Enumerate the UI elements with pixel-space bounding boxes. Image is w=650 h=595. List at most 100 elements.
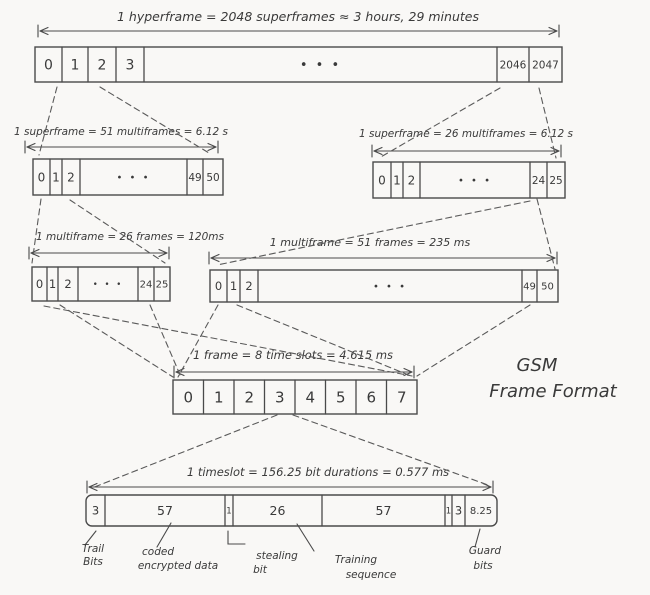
expansion-connector xyxy=(69,199,166,264)
timeslot-cell-6-label: 3 xyxy=(455,504,462,518)
superframe-51-cell-1-label: 1 xyxy=(52,170,60,184)
multiframe-26-cell-1-label: 1 xyxy=(49,277,56,291)
expansion-connector xyxy=(38,86,58,156)
stealing-bit-label: stealing xyxy=(256,550,298,562)
superframe-26-arrowhead xyxy=(550,150,560,156)
expansion-connector xyxy=(536,198,556,270)
superframe-26-arrowhead xyxy=(550,146,560,152)
stealing-bit-label: bit xyxy=(253,564,268,576)
multiframe-51-cell-2-label: 2 xyxy=(245,279,252,293)
trail-bits-label: Trail xyxy=(82,543,104,555)
multiframe-26-arrowhead xyxy=(30,252,40,258)
superframe-26-arrowhead xyxy=(373,150,383,156)
multiframe-51-title: 1 multiframe = 51 frames = 235 ms xyxy=(270,236,471,249)
superframe-26-cell-1-label: 1 xyxy=(393,173,401,187)
superframe-26-cell-4-label: 24 xyxy=(532,175,546,187)
frame-cell-6-label: 6 xyxy=(366,388,376,406)
frame-cell-7-label: 7 xyxy=(397,388,407,406)
guard-bits-label: Guard xyxy=(469,545,502,557)
frame-cell-4-label: 4 xyxy=(305,388,315,406)
hyperframe-cell-0-label: 0 xyxy=(44,58,53,74)
hyperframe-arrowhead xyxy=(39,26,49,32)
superframe-51-arrowhead xyxy=(26,142,36,148)
expansion-connector xyxy=(99,86,210,154)
multiframe-26-arrowhead xyxy=(158,248,168,254)
frame-arrowhead xyxy=(403,371,413,377)
frame-cell-3-label: 3 xyxy=(275,388,285,406)
guard-bits-label: bits xyxy=(473,560,493,572)
superframe-26-bar xyxy=(372,161,566,199)
superframe-26-cell-3-label: • • • xyxy=(458,176,492,187)
multiframe-26-cell-3-label: • • • xyxy=(93,280,123,290)
superframe-26-arrowhead xyxy=(373,146,383,152)
timeslot-arrowhead xyxy=(88,486,98,492)
multiframe-51-cell-1-label: 1 xyxy=(230,279,237,293)
timeslot-cell-3-label: 26 xyxy=(270,503,286,518)
superframe-26-cell-5-label: 25 xyxy=(549,175,562,187)
hyperframe-bar xyxy=(34,46,563,83)
expansion-connector xyxy=(216,200,531,266)
frame-cell-5-label: 5 xyxy=(336,388,346,406)
figure-title-line2: Frame Format xyxy=(489,381,617,402)
multiframe-51-bar xyxy=(209,269,559,303)
coded-encrypted-data-label: coded xyxy=(142,546,174,558)
superframe-51-cell-5-label: 50 xyxy=(206,172,219,184)
hyperframe-arrowhead xyxy=(39,30,49,36)
timeslot-cell-0-label: 3 xyxy=(92,504,99,518)
timeslot-cell-7-label: 8.25 xyxy=(470,506,492,517)
expansion-connector xyxy=(538,87,557,159)
expansion-connector xyxy=(59,304,174,378)
frame-arrowhead xyxy=(403,367,413,373)
training-sequence-label: sequence xyxy=(346,569,397,581)
superframe-51-arrowhead xyxy=(207,142,217,148)
hyperframe-cell-4-label: • • • xyxy=(300,58,341,73)
expansion-connector xyxy=(91,414,278,489)
trail-bits-leader xyxy=(84,530,97,546)
multiframe-26-cell-0-label: 0 xyxy=(36,277,43,291)
multiframe-26-arrowhead xyxy=(158,252,168,258)
superframe-51-cell-4-label: 49 xyxy=(188,172,201,184)
frame-cell-1-label: 1 xyxy=(214,388,224,406)
hyperframe-cell-1-label: 1 xyxy=(71,58,80,74)
hyperframe-arrowhead xyxy=(548,26,558,32)
timeslot-arrowhead xyxy=(88,482,98,488)
expansion-connector xyxy=(31,198,42,264)
superframe-26-cell-0-label: 0 xyxy=(378,173,386,187)
multiframe-51-cell-4-label: 49 xyxy=(523,282,536,293)
superframe-26-title: 1 superframe = 26 multiframes = 6.12 s xyxy=(359,128,574,140)
guard-bits-leader xyxy=(474,528,481,548)
training-sequence-leader xyxy=(296,523,315,552)
expansion-connector xyxy=(177,304,219,378)
timeslot-cell-4-label: 57 xyxy=(376,503,392,518)
multiframe-26-cell-2-label: 2 xyxy=(64,277,71,291)
timeslot-cell-2-label: 1 xyxy=(226,507,231,517)
expansion-connector xyxy=(236,304,412,377)
expansion-connector xyxy=(292,414,489,486)
timeslot-cell-1-label: 57 xyxy=(157,503,173,518)
multiframe-26-arrowhead xyxy=(30,248,40,254)
hyperframe-cell-5-label: 2046 xyxy=(500,59,527,71)
multiframe-51-arrowhead xyxy=(210,253,220,259)
multiframe-51-cell-0-label: 0 xyxy=(215,279,222,293)
superframe-51-title: 1 superframe = 51 multiframes = 6.12 s xyxy=(14,126,229,138)
expansion-connector xyxy=(378,87,501,159)
multiframe-51-cell-5-label: 50 xyxy=(541,282,554,293)
multiframe-51-arrowhead xyxy=(546,257,556,263)
expansion-connector xyxy=(149,304,182,378)
hyperframe-cell-2-label: 2 xyxy=(98,58,107,74)
hyperframe-title: 1 hyperframe = 2048 superframes ≈ 3 hour… xyxy=(117,9,479,24)
stealing-bit-leader xyxy=(227,530,246,545)
hyperframe-arrowhead xyxy=(548,30,558,36)
superframe-51-cell-2-label: 2 xyxy=(67,170,75,184)
expansion-connector xyxy=(43,305,413,377)
coded-encrypted-data-leader xyxy=(156,522,172,548)
timeslot-cell-5-label: 1 xyxy=(446,507,451,517)
training-sequence-label: Training xyxy=(335,554,377,566)
frame-title: 1 frame = 8 time slots = 4.615 ms xyxy=(193,348,393,362)
multiframe-26-bar xyxy=(31,266,171,302)
timeslot-title: 1 timeslot = 156.25 bit durations = 0.57… xyxy=(187,465,449,479)
expansion-connector xyxy=(416,304,531,377)
frame-cell-0-label: 0 xyxy=(183,388,193,406)
